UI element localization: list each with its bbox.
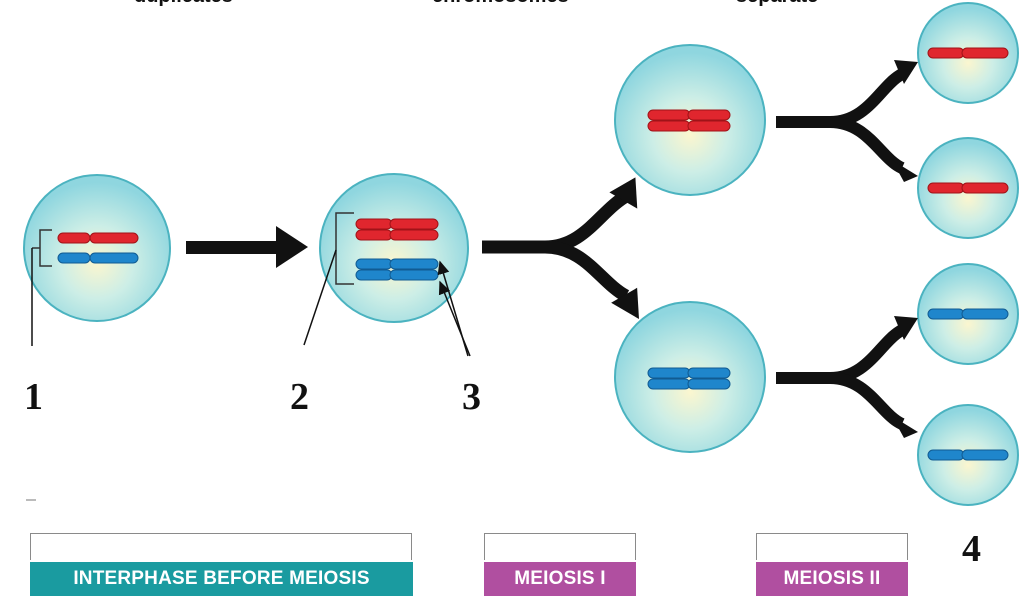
arrow-duplication <box>186 226 308 268</box>
arrow-fork-meiosis1 <box>482 189 632 302</box>
leader-line-2 <box>303 249 337 346</box>
arrowhead-m2-2 <box>892 160 918 182</box>
arrowhead-m2-1 <box>894 60 918 84</box>
label-3: 3 <box>462 376 481 418</box>
arrowhead-meiosis1-bottom <box>611 287 639 320</box>
cell-meiosis1-top <box>614 44 766 196</box>
arrowhead-m2-3 <box>894 316 918 340</box>
chromatid-red-1 <box>927 47 1009 59</box>
stage-bar-meiosis1: MEIOSIS I <box>484 562 636 596</box>
header-fragment-1: duplicates <box>134 0 233 6</box>
chromosome-red-single <box>57 232 139 244</box>
chromatid-blue-2 <box>927 449 1009 461</box>
header-fragment-2: chromosomes <box>432 0 569 6</box>
arrow-fork-meiosis2-bottom <box>776 324 906 430</box>
arrowhead-meiosis1-top <box>609 177 638 209</box>
cell-interphase-duplicated <box>319 173 469 323</box>
label-1: 1 <box>24 376 43 418</box>
chromatid-blue-1 <box>927 308 1009 320</box>
stage-bracket-meiosis1 <box>484 533 636 560</box>
homolog-bracket-1 <box>32 229 52 267</box>
chromosome-blue-meiosis1 <box>647 367 731 390</box>
arrowhead-m2-4 <box>892 416 918 438</box>
chromatid-red-2 <box>927 182 1009 194</box>
label-2: 2 <box>290 376 309 418</box>
arrow-fork-meiosis2-top <box>776 68 906 174</box>
cell-interphase-start <box>23 174 171 322</box>
label-4: 4 <box>962 528 981 570</box>
header-fragment-3: separate <box>736 0 818 6</box>
stage-bracket-interphase <box>30 533 412 560</box>
chromosome-red-meiosis1 <box>647 109 731 132</box>
chromosome-blue-duplicated <box>355 258 439 281</box>
stage-bar-interphase: INTERPHASE BEFORE MEIOSIS <box>30 562 413 596</box>
chromosome-red-duplicated <box>355 218 439 241</box>
stage-bar-meiosis2: MEIOSIS II <box>756 562 908 596</box>
stage-bracket-meiosis2 <box>756 533 908 560</box>
chromosome-blue-single <box>57 252 139 264</box>
leader-line-3b <box>438 280 471 357</box>
homolog-bracket-2 <box>335 212 354 285</box>
